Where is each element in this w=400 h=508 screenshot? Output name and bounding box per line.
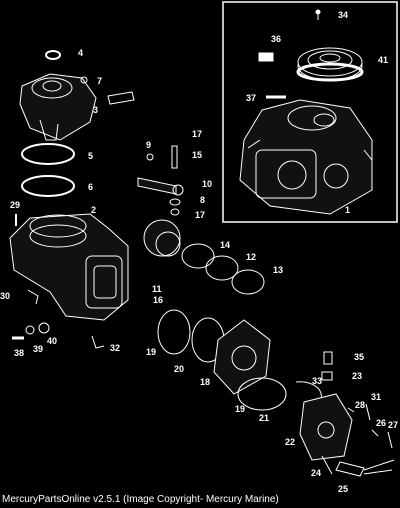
fitting-27: [387, 431, 393, 449]
callout-22: 22: [285, 437, 296, 447]
diaphragm-14: [181, 243, 215, 269]
callout-35: 35: [354, 352, 365, 362]
gasket-19: [157, 309, 191, 355]
callout-24: 24: [311, 468, 322, 478]
callout-40: 40: [47, 336, 58, 346]
diaphragm-13: [231, 269, 265, 295]
callout-10: 10: [202, 179, 213, 189]
callout-33: 33: [312, 376, 323, 386]
callout-32: 32: [110, 343, 121, 353]
flywheel-disc-41: [296, 47, 364, 82]
callout-6: 6: [88, 182, 94, 192]
callout-9: 9: [146, 140, 152, 150]
callout-4: 4: [78, 48, 84, 58]
piston-11: [143, 219, 181, 257]
callout-28: 28: [355, 400, 366, 410]
callout-13: 13: [273, 265, 284, 275]
callout-18: 18: [200, 377, 211, 387]
check-valve-body-22: [299, 393, 353, 461]
callout-1: 1: [345, 205, 351, 215]
callout-37: 37: [246, 93, 257, 103]
pump-assembly-1: [239, 99, 373, 215]
callout-34: 34: [338, 10, 349, 20]
fitting-7: [80, 76, 88, 84]
callout-25: 25: [338, 484, 349, 494]
screw-31: [365, 403, 371, 421]
callout-17b: 17: [195, 210, 206, 220]
pump-plate-18: [213, 319, 271, 395]
o-ring-5: [21, 143, 75, 165]
wire-harness: [363, 459, 395, 475]
callout-19a: 19: [146, 347, 157, 357]
callout-36: 36: [271, 34, 282, 44]
callout-41: 41: [378, 55, 389, 65]
callout-16: 16: [153, 295, 164, 305]
callout-11: 11: [152, 284, 162, 294]
washer-8: [169, 198, 181, 206]
pump-cover-3: [19, 73, 135, 141]
callout-2: 2: [91, 205, 97, 215]
callout-27: 27: [388, 420, 399, 430]
label-plate-36: [258, 52, 274, 62]
washer-39: [25, 325, 35, 335]
callout-39: 39: [33, 344, 44, 354]
callout-17a: 17: [192, 129, 203, 139]
clip-17b: [170, 208, 180, 216]
callout-3: 3: [93, 105, 99, 115]
screw-28: [347, 407, 355, 413]
screw-34: [315, 9, 321, 20]
callout-23: 23: [352, 371, 363, 381]
rocker-arm-10: [137, 177, 184, 196]
housing-2: [9, 213, 129, 321]
elbow-32: [91, 335, 105, 349]
callout-31: 31: [371, 392, 382, 402]
callout-29: 29: [10, 200, 21, 210]
callout-38: 38: [14, 348, 25, 358]
callout-7: 7: [97, 76, 103, 86]
cap-9: [146, 153, 154, 161]
callout-26: 26: [376, 418, 387, 428]
callout-21: 21: [259, 413, 270, 423]
fitting-23: [321, 371, 333, 381]
sensor-25: [335, 461, 365, 477]
callout-19b: 19: [235, 404, 246, 414]
washer-40: [38, 322, 50, 334]
assembly-inset-frame: [222, 1, 398, 223]
hose-fitting-24: [321, 455, 333, 475]
callout-20: 20: [174, 364, 185, 374]
fitting-30: [27, 289, 39, 305]
o-ring-6: [21, 175, 75, 197]
callout-8: 8: [200, 195, 206, 205]
callout-30: 30: [0, 291, 11, 301]
fitting-35: [323, 351, 333, 365]
gasket-19b: [237, 377, 287, 411]
diaphragm-12: [205, 255, 239, 281]
callout-5: 5: [88, 151, 94, 161]
callout-14: 14: [220, 240, 231, 250]
fitting-26: [371, 429, 379, 437]
pin-15: [171, 145, 178, 169]
callout-12: 12: [246, 252, 257, 262]
callout-15: 15: [192, 150, 203, 160]
o-ring-4: [45, 50, 61, 60]
copyright-caption: MercuryPartsOnline v2.5.1 (Image Copyrig…: [2, 494, 279, 505]
